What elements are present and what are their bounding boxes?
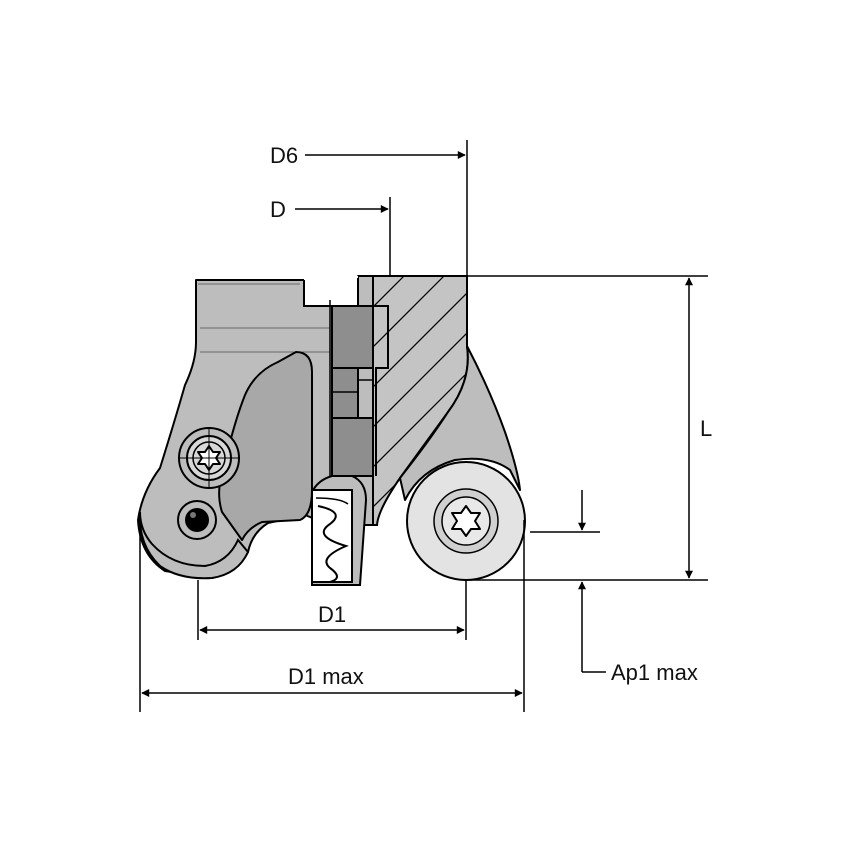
arbor-step-lower [331,417,377,477]
torx-screw-icon [178,427,240,489]
drive-slot [304,276,358,306]
coolant-channel [311,489,353,583]
label-ap1-max: Ap1 max [611,660,698,685]
left-insert [138,500,250,580]
chip-pocket-left [218,351,313,541]
cutter-body [137,275,389,586]
round-insert-icon [406,461,526,581]
arbor-step-neck [331,367,359,419]
label-d1: D1 [318,602,346,627]
flute-right [399,345,521,501]
coolant-spiral [317,505,349,583]
label-d6: D6 [270,143,298,168]
dimension-lines [139,140,708,712]
label-l: L [700,416,712,441]
section-right [372,275,521,526]
label-d1-max: D1 max [288,664,364,689]
label-d: D [270,197,286,222]
